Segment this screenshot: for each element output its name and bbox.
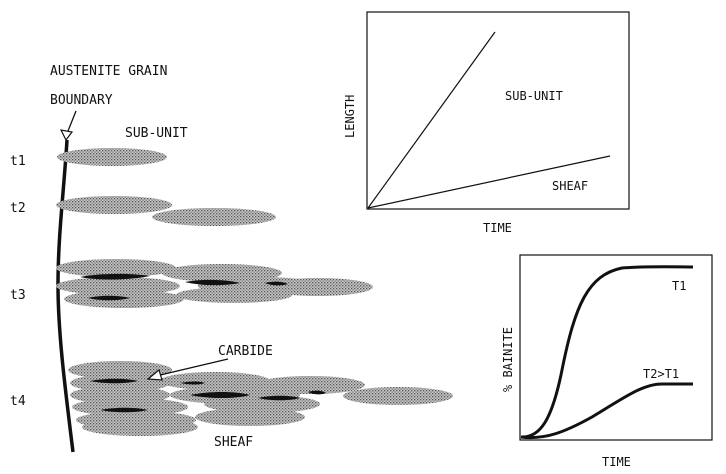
length-chart-ylabel: LENGTH [343, 95, 357, 138]
subunit-t4k [195, 408, 305, 426]
time-label-t3: t3 [10, 288, 26, 303]
boundary-label-line1: AUSTENITE GRAIN [50, 64, 167, 79]
time-label-t1: t1 [10, 154, 26, 169]
subunit-t2a [56, 196, 172, 214]
sheaf-t2 [56, 196, 276, 226]
boundary-label-line2: BOUNDARY [50, 93, 113, 108]
length-chart-frame [367, 12, 629, 209]
subunit-label: SUB-UNIT [125, 126, 188, 141]
length-vs-time-chart: SUB-UNIT SHEAF TIME LENGTH [343, 12, 629, 235]
grain-boundary-schematic: AUSTENITE GRAIN BOUNDARY SUB-UNIT t1 t2 … [10, 64, 453, 452]
subunit-t4f [255, 376, 365, 394]
subunit-t2b [152, 208, 276, 226]
boundary-pointer-arrow [61, 111, 76, 140]
sheaf-label: SHEAF [214, 435, 253, 450]
bainite-curve-t2 [521, 384, 693, 438]
bainite-vs-time-chart: T1 T2>T1 TIME % BAINITE [501, 255, 712, 469]
subunit-t1 [57, 148, 167, 166]
bainite-chart-ylabel: % BAINITE [501, 327, 515, 392]
bainite-curve-t1 [521, 267, 693, 437]
length-series-label-sheaf: SHEAF [552, 179, 588, 193]
length-chart-xlabel: TIME [483, 221, 512, 235]
bainite-series-label-t2: T2>T1 [643, 367, 679, 381]
sheaf-t4 [68, 361, 453, 436]
carbide-label: CARBIDE [218, 344, 273, 359]
subunit-t4l [82, 418, 198, 436]
subunit-t4i [343, 387, 453, 405]
time-label-t2: t2 [10, 201, 26, 216]
sheaf-t3 [56, 259, 373, 308]
bainite-chart-xlabel: TIME [602, 455, 631, 469]
subunit-growth-line [368, 32, 495, 208]
subunit-t3g [263, 278, 373, 296]
bainite-series-label-t1: T1 [672, 279, 686, 293]
time-label-t4: t4 [10, 394, 26, 409]
length-series-label-subunit: SUB-UNIT [505, 89, 563, 103]
